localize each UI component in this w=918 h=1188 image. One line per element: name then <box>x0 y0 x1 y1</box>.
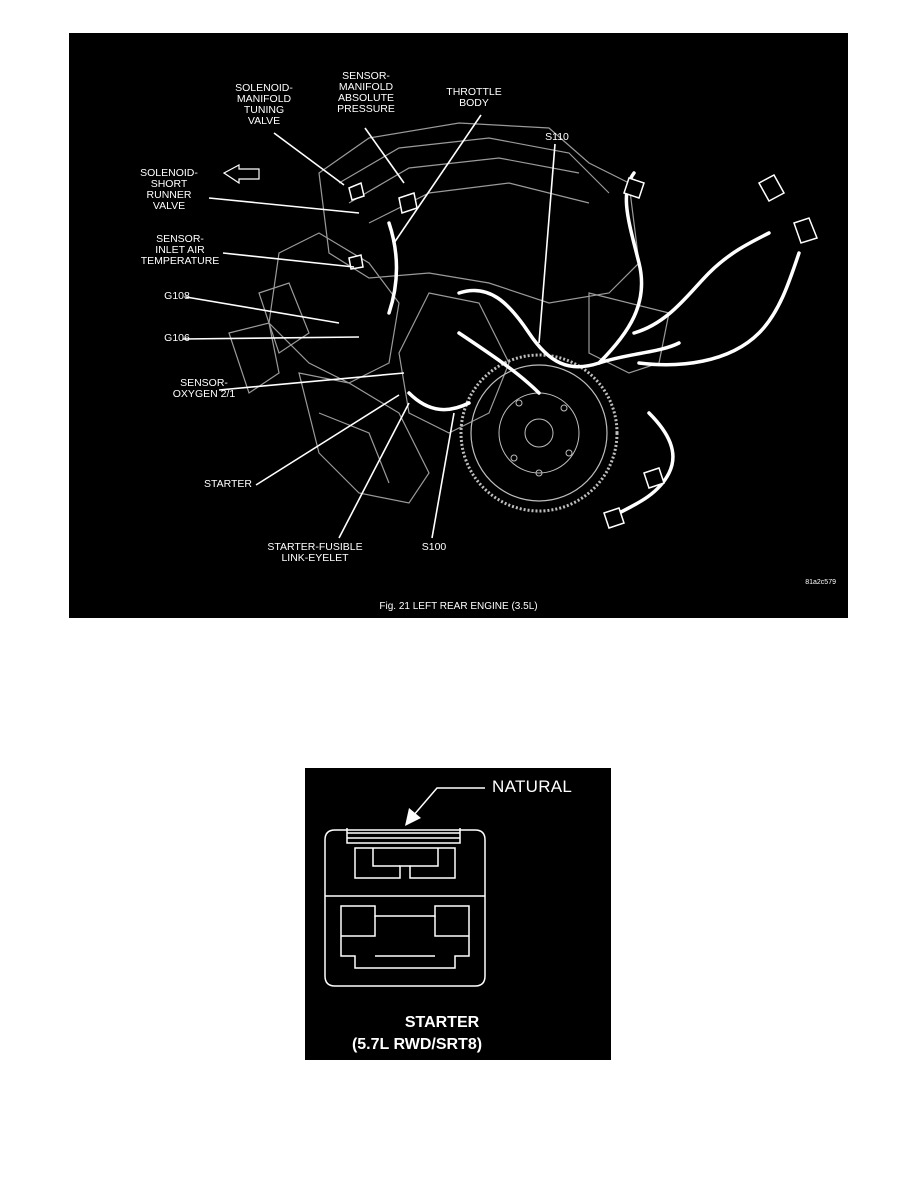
label-solenoid-manifold-tuning-valve: SOLENOID- MANIFOLD TUNING VALVE <box>235 82 293 127</box>
label-starter: STARTER <box>203 478 253 490</box>
label-starter-fusible-link-eyelet: STARTER-FUSIBLE LINK-EYELET <box>267 541 363 564</box>
starter-subtitle: (5.7L RWD/SRT8) <box>351 1036 483 1053</box>
label-throttle-body: THROTTLE BODY <box>446 86 502 109</box>
label-sensor-oxygen: SENSOR- OXYGEN 2/1 <box>172 377 236 400</box>
engine-figure: SOLENOID- MANIFOLD TUNING VALVE SENSOR- … <box>69 33 848 618</box>
label-s110: S110 <box>545 131 569 143</box>
label-g108: G108 <box>164 290 190 302</box>
image-code: 81a2c579 <box>805 579 836 586</box>
label-solenoid-short-runner-valve: SOLENOID- SHORT RUNNER VALVE <box>140 167 198 212</box>
connector-illustration <box>324 787 486 987</box>
natural-label: NATURAL <box>492 777 573 796</box>
label-sensor-inlet-air-temperature: SENSOR- INLET AIR TEMPERATURE <box>140 233 220 267</box>
label-sensor-manifold-absolute-pressure: SENSOR- MANIFOLD ABSOLUTE PRESSURE <box>337 70 395 115</box>
figure-caption: Fig. 21 LEFT REAR ENGINE (3.5L) <box>379 601 538 612</box>
label-s100: S100 <box>421 541 447 553</box>
starter-title: STARTER <box>404 1014 480 1031</box>
engine-illustration <box>182 114 818 539</box>
starter-connector-figure: NATURAL STARTER (5.7L RWD/SRT8) <box>305 768 611 1060</box>
label-g106: G106 <box>164 332 190 344</box>
